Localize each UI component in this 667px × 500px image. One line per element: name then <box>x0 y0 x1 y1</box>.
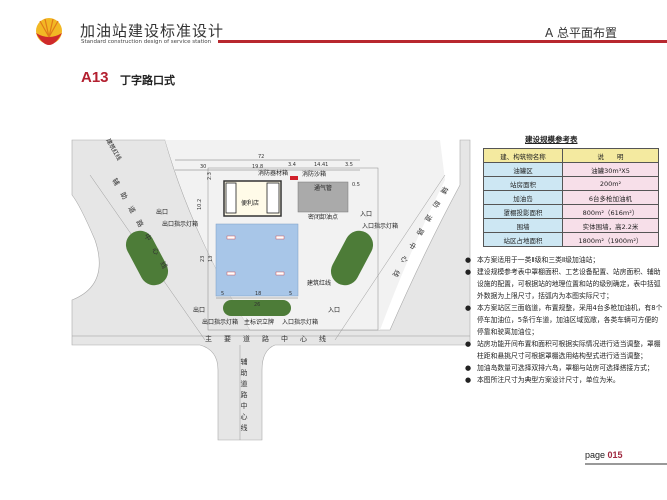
note-item: 建设规模参考表中罩棚面积、工艺设备配置、站房面积、辅助设施的配置，可根据站的地理… <box>463 266 663 302</box>
cell: 1800m²（1900m²） <box>562 232 659 247</box>
dispenser <box>226 271 236 276</box>
notes-list: 本方案适用于一类Ⅱ级和三类Ⅱ级加油站； 建设规模参考表中罩棚面积、工艺设备配置、… <box>463 254 663 386</box>
table-row: 围墙实体围墙，高2.2米 <box>483 218 659 233</box>
column-header: 说 明 <box>562 148 659 163</box>
table-title: 建设规模参考表 <box>525 135 578 144</box>
aux-road-centerline <box>334 174 446 341</box>
dim: 13 <box>208 256 214 262</box>
table-header-row: 建、构筑物名称 说 明 <box>483 148 659 163</box>
dim: 26 <box>254 302 260 308</box>
section-title: A 总平面布置 <box>545 26 618 40</box>
dim: 18 <box>255 291 261 297</box>
exit-label: 出口 <box>156 208 168 216</box>
dim: 19.8 <box>252 164 263 170</box>
cell: 罩棚投影面积 <box>483 204 563 219</box>
dispenser <box>275 235 285 240</box>
aux-road-label: 辅助道路中心线 <box>240 357 248 435</box>
cell: 油罐区 <box>483 162 563 177</box>
page-title: 丁字路口式 <box>120 74 175 87</box>
entrance-light-box-label: 入口指示灯箱 <box>282 318 318 326</box>
tank-unload-label: 密闭卸油点 <box>308 213 338 221</box>
dim: 23 <box>200 256 206 262</box>
column-header: 建、构筑物名称 <box>483 148 563 163</box>
page-label: page <box>585 450 606 460</box>
canopy <box>215 223 299 297</box>
cell: 油罐30m³X5 <box>562 162 659 177</box>
exit-light-box-label: 出口指示灯箱 <box>162 220 198 228</box>
note-item: 本方案站区三面临道，布置规整，采用4台多枪加油机，有8个停车加油位，5条行车道，… <box>463 302 663 338</box>
page-number-value: 015 <box>607 450 623 460</box>
dispenser <box>275 271 285 276</box>
page-number: page 015 <box>585 450 623 460</box>
table-row: 油罐区油罐30m³X5 <box>483 162 659 177</box>
dim: 5 <box>289 291 292 297</box>
green-island-right <box>330 230 374 286</box>
footer-divider <box>585 463 667 465</box>
fire-box-marker <box>290 176 298 180</box>
note-item: 站房功能开间布置和面积可根据实际情况进行适当调整，罩棚柱距和悬挑尺寸可根据罩棚选… <box>463 338 663 362</box>
dim: 14.41 <box>314 162 328 168</box>
note-item: 加油岛数量可选择双排六岛，罩棚与站房可选择搭接方式； <box>463 362 663 374</box>
dim: 0.5 <box>352 182 360 188</box>
dispenser <box>226 235 236 240</box>
main-sign-label: 主标识立牌 <box>244 318 274 326</box>
note-item: 本方案适用于一类Ⅱ级和三类Ⅱ级加油站； <box>463 254 663 266</box>
brand-name: 加油站建设标准设计 <box>80 22 225 40</box>
brand-subtitle: Standard construction design of service … <box>81 39 212 45</box>
exit-light-box-label: 出口指示灯箱 <box>202 318 238 326</box>
fire-sand-label: 消防沙箱 <box>302 170 326 178</box>
exit-label: 出口 <box>193 306 205 314</box>
cell: 200m² <box>562 176 659 191</box>
store-room <box>225 182 237 214</box>
company-logo <box>36 18 62 45</box>
dim: 3.4 <box>288 162 296 168</box>
entrance-label: 入口 <box>328 307 340 314</box>
store-label: 便利店 <box>241 199 259 207</box>
building-line <box>207 167 379 331</box>
main-road-label: 主要道路中心线 <box>205 334 338 343</box>
dim: 2.3 <box>207 172 213 180</box>
cell: 800m²（616m²） <box>562 204 659 219</box>
building-line-label: 建筑红线 <box>307 279 331 287</box>
dim: 5 <box>221 291 224 297</box>
tank-area <box>297 181 349 213</box>
green-island-left <box>125 230 169 286</box>
page-code: A13 <box>81 69 109 86</box>
dim: 3.5 <box>345 162 353 168</box>
cell: 6台多枪加油机 <box>562 190 659 205</box>
cell: 站区占地面积 <box>483 232 563 247</box>
cell: 实体围墙，高2.2米 <box>562 218 659 233</box>
store-room <box>266 182 280 214</box>
cell: 加油岛 <box>483 190 563 205</box>
dim-total: 72 <box>258 154 264 160</box>
vent-pipe-label: 通气管 <box>314 184 332 192</box>
cell: 站房面积 <box>483 176 563 191</box>
entrance-light-box-label: 入口指示灯箱 <box>362 222 398 230</box>
cell: 围墙 <box>483 218 563 233</box>
header-divider <box>218 40 667 43</box>
fire-box-label: 消防器材箱 <box>258 169 288 177</box>
dim: 10.2 <box>197 199 203 210</box>
green-island-bottom <box>223 300 291 316</box>
dim: 30 <box>200 164 206 170</box>
note-item: 本图所注尺寸为典型方案设计尺寸，单位为米。 <box>463 374 663 386</box>
entrance-label: 入口 <box>360 211 372 218</box>
